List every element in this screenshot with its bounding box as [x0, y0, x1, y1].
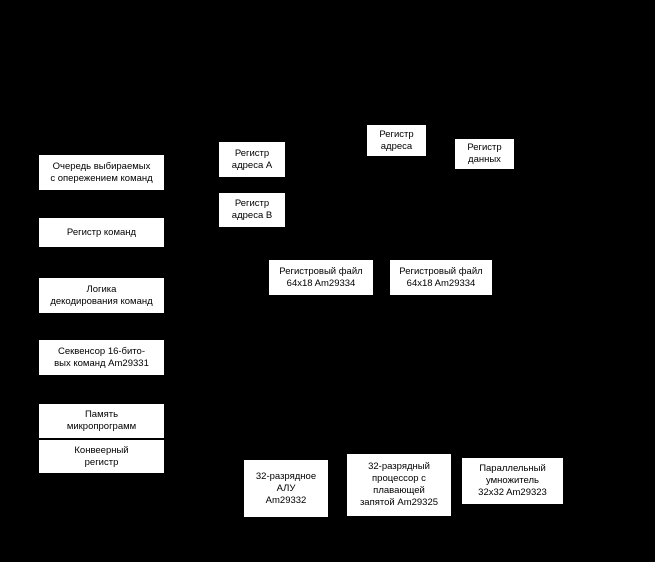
block-sequencer-am29331: Секвенсор 16-бито- вых команд Am29331 — [38, 339, 165, 376]
block-multiplier-am29323: Параллельный умножитель 32x32 Am29323 — [461, 457, 564, 505]
block-instruction-register: Регистр команд — [38, 217, 165, 248]
block-alu-am29332: 32-разрядное АЛУ Am29332 — [243, 459, 329, 518]
block-data-register: Регистр данных — [454, 138, 515, 170]
block-decode-logic: Логика декодирования команд — [38, 277, 165, 314]
block-address-register-b: Регистр адреса B — [218, 192, 286, 228]
block-microprogram-memory: Память микропрограмм — [38, 403, 165, 439]
block-prefetch-queue: Очередь выбираемых с опережением команд — [38, 154, 165, 191]
block-pipeline-register: Конвеерный регистр — [38, 439, 165, 474]
block-address-register-a: Регистр адреса A — [218, 141, 286, 178]
block-register-file-left-am29334: Регистровый файл 64x18 Am29334 — [268, 259, 374, 296]
block-address-register: Регистр адреса — [366, 124, 427, 157]
block-fpu-am29325: 32-разрядный процессор с плавающей запят… — [346, 453, 452, 517]
block-register-file-right-am29334: Регистровый файл 64x18 Am29334 — [389, 259, 493, 296]
